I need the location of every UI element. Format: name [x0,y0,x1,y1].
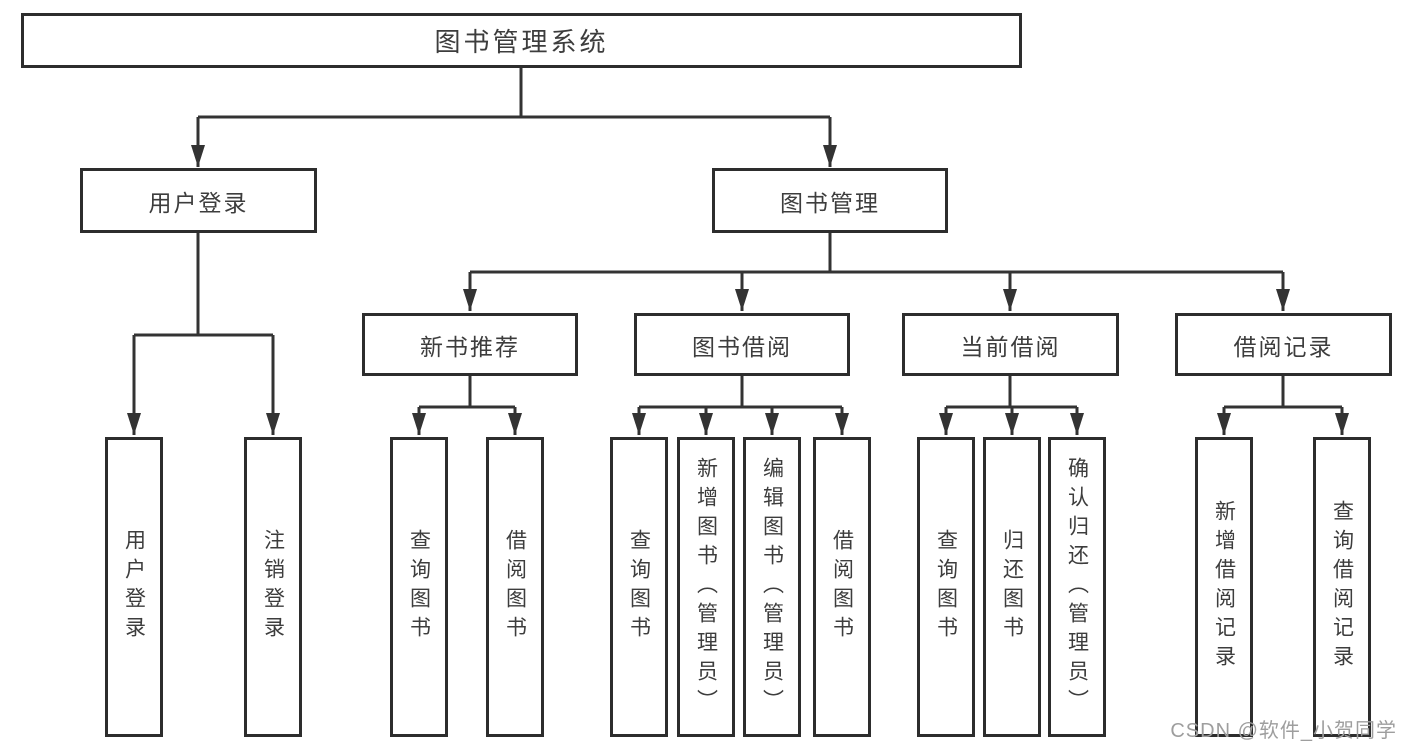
leaf-query-books-borrow-label: 查询图书 [627,529,651,645]
node-library-system-label: 图书管理系统 [434,27,609,57]
leaf-logout-label: 注销登录 [261,529,285,645]
node-user-login-branch: 用户登录 [80,168,317,233]
node-book-borrow: 图书借阅 [634,313,850,376]
leaf-logout: 注销登录 [244,437,302,737]
leaf-query-books-current: 查询图书 [917,437,975,737]
leaf-return-books-label: 归还图书 [1000,529,1024,645]
leaf-query-books-current-label: 查询图书 [934,529,958,645]
leaf-query-books-recommend-label: 查询图书 [407,529,431,645]
node-new-book-recommend: 新书推荐 [362,313,578,376]
node-user-login-branch-label: 用户登录 [148,189,249,216]
node-current-borrow: 当前借阅 [902,313,1119,376]
leaf-add-books-admin: 新增图书（管理员） [677,437,735,737]
csdn-watermark: CSDN @软件_小贺同学 [1170,720,1397,742]
leaf-return-books: 归还图书 [983,437,1041,737]
leaf-user-login: 用户登录 [105,437,163,737]
leaf-borrow-books: 借阅图书 [813,437,871,737]
leaf-add-books-admin-label: 新增图书（管理员） [694,456,718,718]
node-library-system: 图书管理系统 [21,13,1022,68]
leaf-edit-books-admin-label: 编辑图书（管理员） [760,456,784,718]
node-current-borrow-label: 当前借阅 [960,333,1061,360]
leaf-confirm-return-admin-label: 确认归还（管理员） [1065,456,1089,718]
leaf-borrow-books-recommend-label: 借阅图书 [503,529,527,645]
leaf-add-borrow-record-label: 新增借阅记录 [1212,500,1236,674]
leaf-query-borrow-record: 查询借阅记录 [1313,437,1371,737]
leaf-user-login-label: 用户登录 [122,529,146,645]
leaf-query-borrow-record-label: 查询借阅记录 [1330,500,1354,674]
node-book-management-label: 图书管理 [780,189,880,216]
node-borrow-record: 借阅记录 [1175,313,1392,376]
leaf-add-borrow-record: 新增借阅记录 [1195,437,1253,737]
node-borrow-record-label: 借阅记录 [1233,333,1334,360]
leaf-edit-books-admin: 编辑图书（管理员） [743,437,801,737]
leaf-borrow-books-recommend: 借阅图书 [486,437,544,737]
leaf-borrow-books-label: 借阅图书 [830,529,854,645]
leaf-query-books-borrow: 查询图书 [610,437,668,737]
leaf-query-books-recommend: 查询图书 [390,437,448,737]
node-book-management: 图书管理 [712,168,948,233]
leaf-confirm-return-admin: 确认归还（管理员） [1048,437,1106,737]
node-book-borrow-label: 图书借阅 [692,333,792,360]
node-new-book-recommend-label: 新书推荐 [420,333,520,360]
